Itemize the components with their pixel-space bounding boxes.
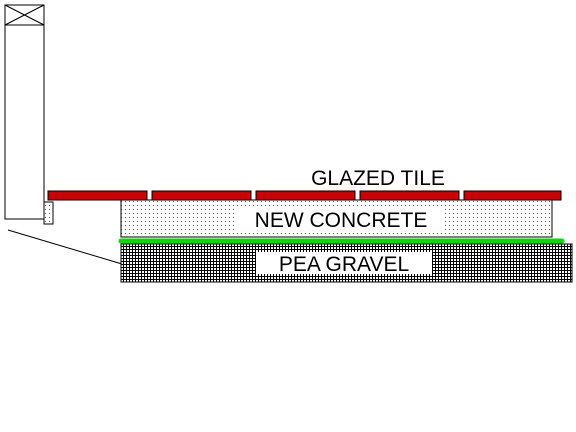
tile bbox=[47, 190, 148, 201]
pea-gravel-label-bg bbox=[256, 252, 432, 274]
concrete-label: NEW CONCRETE bbox=[255, 209, 428, 232]
tile-row bbox=[47, 190, 562, 201]
pea-gravel-label: PEA GRAVEL bbox=[279, 253, 409, 276]
tile bbox=[359, 190, 460, 201]
tile bbox=[151, 190, 252, 201]
leader-line bbox=[7, 229, 123, 265]
tile bbox=[255, 190, 356, 201]
wall bbox=[4, 4, 45, 220]
tile bbox=[463, 190, 562, 201]
wall-body bbox=[4, 4, 45, 220]
wall-cap-cross bbox=[4, 4, 45, 26]
glazed-tile-label: GLAZED TILE bbox=[311, 167, 445, 190]
concrete-label-bg bbox=[236, 206, 442, 230]
wall-base-block bbox=[43, 201, 54, 225]
